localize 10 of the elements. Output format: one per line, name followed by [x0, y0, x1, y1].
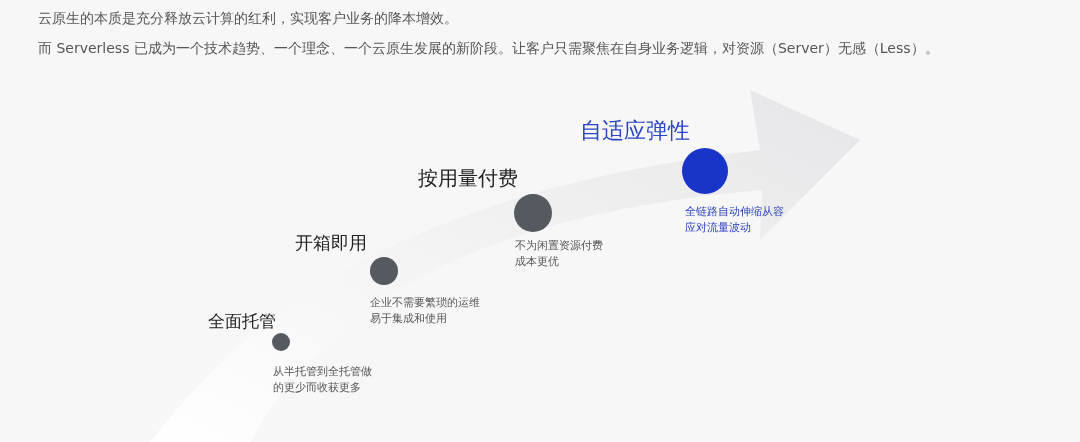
stage-heading: 开箱即用: [295, 231, 367, 255]
stage-heading: 全面托管: [208, 310, 276, 333]
stage-heading: 按用量付费: [418, 165, 518, 192]
intro-text: 而 Serverless 已成为一个技术趋势、一个理念、一个云原生发展的新阶段。让客户只需聚焦在自身业务逻辑，对资源（Server）无感（Less）。: [38, 40, 939, 58]
stage-description: 不为闲置资源付费成本更优: [515, 238, 604, 270]
stage-description: 企业不需要繁琐的运维易于集成和使用: [370, 295, 480, 327]
intro-text: 云原生的本质是充分释放云计算的红利，实现客户业务的降本增效。: [38, 10, 458, 28]
stage-description: 从半托管到全托管做的更少而收获更多: [273, 364, 373, 396]
stage-description: 全链路自动伸缩从容应对流量波动: [685, 204, 785, 236]
stage-heading: 自适应弹性: [580, 117, 690, 145]
